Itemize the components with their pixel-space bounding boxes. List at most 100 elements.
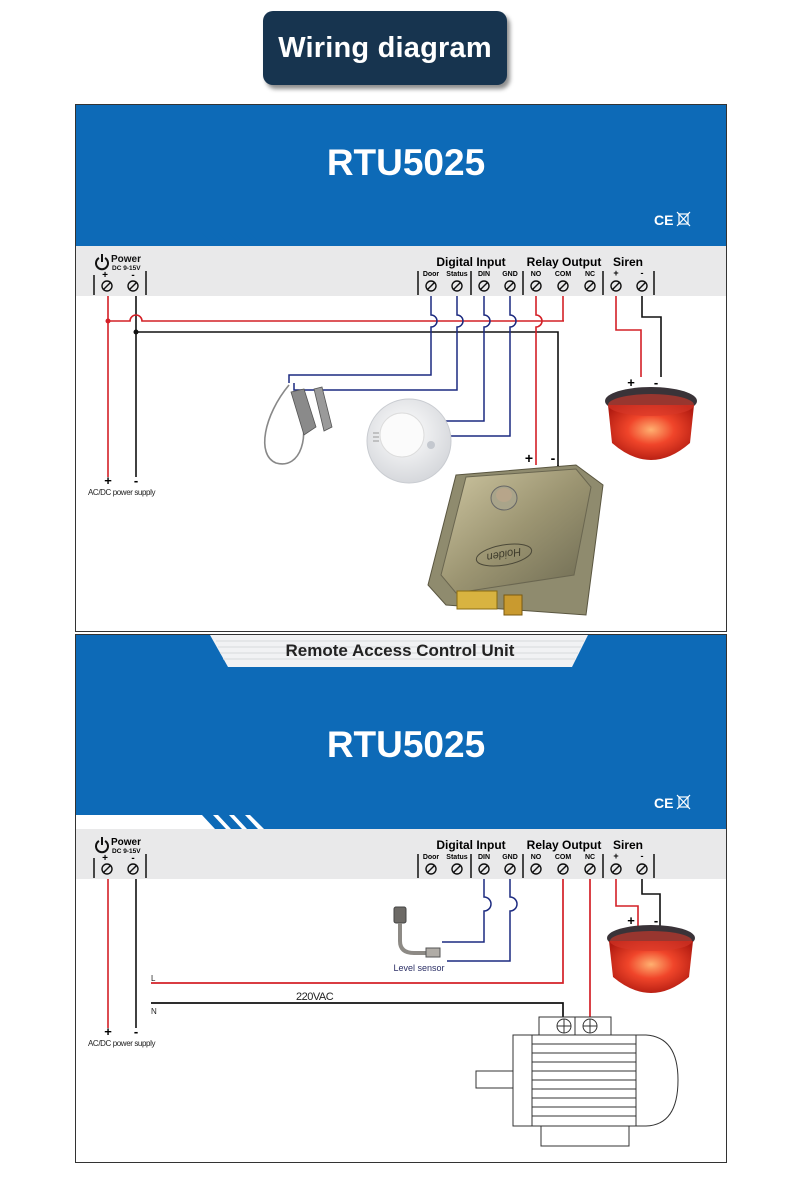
pin-label-gnd: GND [502, 271, 518, 278]
terminal-screw-status [451, 863, 463, 875]
terminal-screw-status [451, 280, 463, 292]
terminal-screw-no [530, 863, 542, 875]
electric-motor [475, 1016, 679, 1147]
terminal-strip [76, 829, 726, 879]
terminal-screw-power-plus [101, 280, 113, 292]
siren-wires [615, 879, 661, 926]
relay-output-label: Relay Output [527, 838, 602, 852]
wiring-diagram-motor-level: Remote Access Control Unit RTU5025 CE Po… [75, 634, 727, 1163]
stripe-decoration [202, 233, 726, 246]
pin-label-no: NO [531, 854, 542, 861]
power-icon [95, 837, 109, 854]
mains-voltage-label: 220VAC [296, 991, 334, 1003]
weee-bin-icon [676, 211, 691, 227]
terminal-screw-siren-plus [610, 863, 622, 875]
ce-mark-icon: CE [654, 795, 673, 811]
pin-label-nc: NC [585, 854, 595, 861]
siren-minus-sign: - [654, 375, 658, 390]
terminal-screw-siren-minus [636, 863, 648, 875]
terminal-screw-gnd [504, 280, 516, 292]
terminal-screw-nc [584, 280, 596, 292]
supply-minus-sign: - [134, 1024, 138, 1039]
lock-brand-logo: Hoiden [486, 545, 522, 563]
power-supply-wires [107, 879, 137, 1028]
pin-label-din: DIN [478, 271, 490, 278]
siren-label: Siren [613, 838, 643, 852]
mains-live-label: L [151, 974, 156, 983]
device-header [76, 105, 726, 246]
lock-plus-sign: + [525, 450, 533, 466]
pin-label-door: Door [423, 271, 440, 278]
model-name: RTU5025 [327, 724, 485, 765]
pin-label-status: Status [446, 271, 468, 278]
power-icon [95, 254, 109, 271]
terminal-screw-power-minus [127, 280, 139, 292]
siren-label: Siren [613, 255, 643, 269]
pin-label-com: COM [555, 271, 572, 278]
weee-bin-icon [676, 794, 691, 810]
siren-minus-pin-label: - [641, 851, 644, 861]
terminal-screw-siren-plus [610, 280, 622, 292]
mains-wires [151, 879, 591, 1025]
power-minus-pin-label: - [131, 270, 134, 281]
power-voltage: DC 9-15V [112, 848, 141, 855]
motor-terminal-screw [582, 1018, 598, 1034]
siren-plus-pin-label: + [613, 268, 618, 278]
terminal-screw-din [478, 863, 490, 875]
digital-input-label: Digital Input [436, 255, 505, 269]
terminal-screw-din [478, 280, 490, 292]
power-plus-pin-label: + [102, 853, 108, 864]
pin-label-din: DIN [478, 854, 490, 861]
siren-strobe [605, 387, 697, 460]
pin-label-com: COM [555, 854, 572, 861]
supply-plus-sign: + [104, 1024, 112, 1039]
siren-minus-sign: - [654, 913, 658, 928]
terminal-screw-nc [584, 863, 596, 875]
terminal-screw-no [530, 280, 542, 292]
relay-output-label: Relay Output [527, 255, 602, 269]
pin-label-gnd: GND [502, 854, 518, 861]
lock-minus-sign: - [551, 450, 556, 466]
power-supply-wires [105, 296, 564, 477]
level-sensor-label: Level sensor [393, 963, 444, 973]
terminal-screw-door [425, 280, 437, 292]
sensor-wires [288, 296, 517, 437]
terminal-screw-power-minus [127, 863, 139, 875]
power-plus-pin-label: + [102, 270, 108, 281]
lock-wires [535, 296, 564, 466]
supply-minus-sign: - [134, 473, 138, 488]
pin-label-status: Status [446, 854, 468, 861]
mains-neutral-label: N [151, 1007, 157, 1016]
power-label: Power [111, 837, 141, 848]
model-name: RTU5025 [327, 142, 485, 183]
terminal-screw-gnd [504, 863, 516, 875]
smoke-detector [366, 398, 452, 484]
motor-terminal-screw [556, 1018, 572, 1034]
power-supply-label: AC/DC power supply [88, 488, 155, 497]
stripe-decoration [202, 815, 726, 829]
terminal-screw-com [557, 863, 569, 875]
pin-label-door: Door [423, 854, 440, 861]
terminal-screw-door [425, 863, 437, 875]
wiring-diagram-lock-sensors: RTU5025 CE Power DC 9-15V + - Digital In… [75, 104, 727, 632]
door-contact-sensor [263, 384, 333, 465]
power-label: Power [111, 254, 141, 265]
siren-plus-sign: + [627, 375, 635, 390]
pin-label-nc: NC [585, 271, 595, 278]
terminal-strip [76, 246, 726, 296]
level-sensor [393, 906, 441, 958]
electric-lock: Hoiden [427, 464, 604, 616]
siren-strobe [607, 925, 695, 993]
power-supply-label: AC/DC power supply [88, 1039, 155, 1048]
supply-plus-sign: + [104, 473, 112, 488]
siren-minus-pin-label: - [641, 268, 644, 278]
svg-text:CE: CE [654, 212, 673, 228]
svg-text:CE: CE [654, 795, 673, 811]
terminal-screw-siren-minus [636, 280, 648, 292]
pin-label-no: NO [531, 271, 542, 278]
siren-wires [615, 296, 662, 377]
page-title: Wiring diagram [263, 11, 507, 85]
level-sensor-wires [442, 879, 518, 962]
banner-text: Remote Access Control Unit [286, 641, 515, 660]
siren-plus-pin-label: + [613, 851, 618, 861]
